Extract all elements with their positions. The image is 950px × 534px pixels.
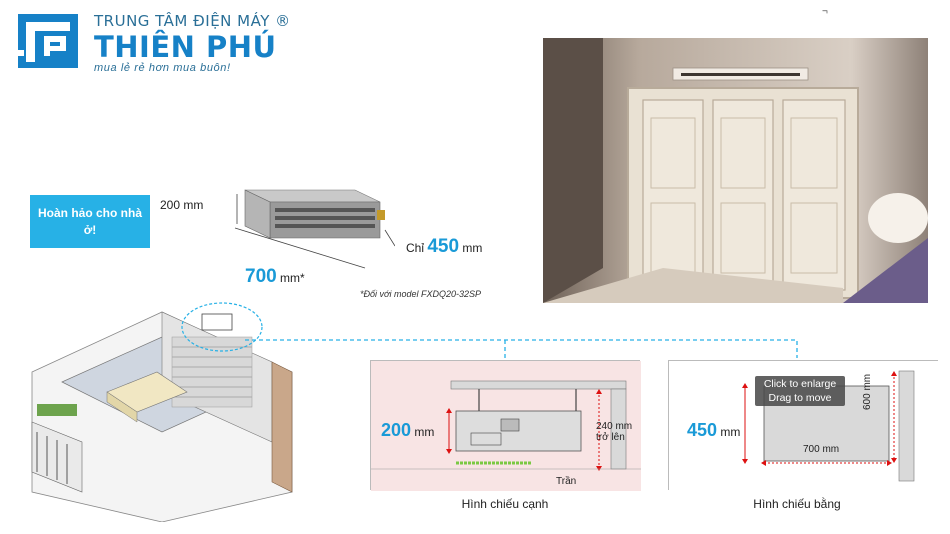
side-view-diagram xyxy=(371,361,641,491)
feature-badge: Hoàn hảo cho nhà ở! xyxy=(30,195,150,248)
ceiling-label: Trần xyxy=(556,476,577,487)
ducted-unit-image xyxy=(234,189,395,269)
unit-height-label: 200 mm xyxy=(160,198,204,212)
corner-marker: ¬ xyxy=(822,6,828,17)
side-height-unit: mm xyxy=(411,425,435,439)
plan-view-diagram xyxy=(669,361,939,491)
unit-depth-value: 450 xyxy=(427,236,460,257)
side-clearance-text: trở lên xyxy=(596,432,625,443)
unit-width-label: 700 mm* xyxy=(245,266,305,288)
side-view-caption: Hình chiếu cạnh xyxy=(461,497,549,511)
model-note: *Đối với model FXDQ20-32SP xyxy=(360,289,481,299)
thien-phu-logo-icon[interactable] xyxy=(16,12,80,70)
brand-name: THIÊN PHÚ xyxy=(94,30,277,64)
unit-width-unit: mm* xyxy=(276,271,305,285)
plan-depth-unit: mm xyxy=(717,425,741,439)
plan-depth-value: 450 xyxy=(687,420,718,440)
side-height-label: 200 mm xyxy=(381,420,434,441)
unit-depth-unit: mm xyxy=(459,241,483,255)
brand-top-line: TRUNG TÂM ĐIỆN MÁY ® xyxy=(94,12,291,30)
plan-depth-label: 450 mm xyxy=(687,420,740,441)
room-photo[interactable] xyxy=(543,38,928,303)
enlarge-tooltip-line2: Drag to move xyxy=(768,392,832,404)
side-clearance-value: 240 mm xyxy=(596,421,633,432)
side-clearance-label: 240 mm trở lên xyxy=(596,421,636,443)
enlarge-tooltip[interactable]: Click to enlarge Drag to move xyxy=(755,376,845,406)
unit-width-value: 700 xyxy=(245,266,277,287)
plan-width-label: 700 mm xyxy=(803,444,840,455)
side-view-panel xyxy=(370,360,641,491)
side-height-value: 200 xyxy=(381,420,412,440)
brand-slogan: mua lẻ rẻ hơn mua buôn! xyxy=(94,62,231,74)
unit-depth-prefix: Chỉ xyxy=(406,241,428,255)
unit-depth-label: Chỉ 450 mm xyxy=(406,236,482,258)
enlarge-tooltip-line1: Click to enlarge xyxy=(763,378,837,390)
plan-view-caption: Hình chiếu bằng xyxy=(753,497,841,511)
plan-clearance-label: 600 mm xyxy=(862,373,873,410)
room-isometric-image xyxy=(31,302,293,522)
